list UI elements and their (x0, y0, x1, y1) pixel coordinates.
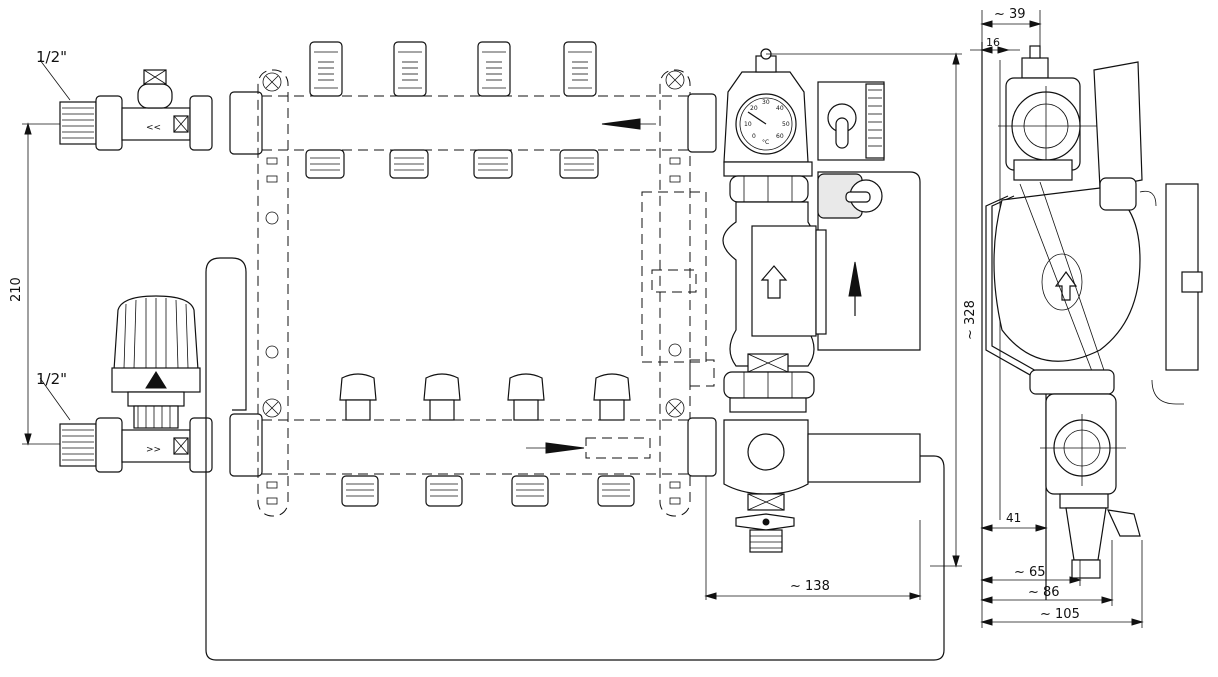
dimension-210: 210 (9, 122, 60, 446)
dimension-138-label: ~ 138 (790, 579, 830, 594)
dimension-16: 16 (970, 36, 1020, 54)
dimension-105: ~ 105 (980, 540, 1144, 628)
manifold-bracket-right (659, 69, 691, 517)
supply-manifold-bar (261, 93, 717, 153)
flow-meter-2 (393, 41, 427, 97)
gauge-tick-0: 0 (752, 133, 756, 140)
gauge-tick-30: 30 (762, 99, 770, 106)
top-inlet-valve: << (39, 59, 263, 155)
dimension-105-label: ~ 105 (1040, 607, 1080, 622)
flow-meter-3 (477, 41, 511, 97)
dimension-210-label: 210 (9, 277, 24, 302)
gauge-unit: °C (762, 139, 769, 146)
dimension-16-label: 16 (986, 36, 1000, 49)
pump-mixing-group: 0 10 20 30 40 50 60 °C (641, 48, 921, 553)
dimension-328: ~ 328 (766, 52, 978, 568)
svg-text:>>: >> (146, 445, 161, 455)
supply-outlet-fittings (305, 149, 599, 179)
dimension-86: ~ 86 (980, 540, 1114, 606)
return-manifold-bar (261, 417, 717, 477)
dimension-328-label: ~ 328 (963, 300, 978, 340)
flow-meter-1 (309, 41, 343, 97)
thermostatic-head (111, 295, 201, 429)
side-view (981, 42, 1203, 600)
manifold-bracket-left (257, 69, 289, 517)
dimension-41: 41 (980, 511, 1048, 532)
gauge-tick-60: 60 (776, 133, 784, 140)
dimension-138: ~ 138 (704, 476, 922, 600)
capillary-loop (205, 257, 945, 661)
dimension-39: ~ 39 (980, 7, 1042, 50)
gauge-tick-50: 50 (782, 121, 790, 128)
return-outlet-fittings (341, 475, 635, 507)
dimension-41-label: 41 (1006, 511, 1021, 525)
bottom-inlet-label: 1/2" (36, 370, 67, 388)
svg-text:<<: << (146, 123, 161, 133)
flow-meter-4 (563, 41, 597, 97)
gauge-tick-40: 40 (776, 105, 784, 112)
dimension-39-label: ~ 39 (994, 7, 1026, 22)
gauge-tick-20: 20 (750, 105, 758, 112)
dimension-65-label: ~ 65 (1014, 565, 1046, 580)
gauge-tick-10: 10 (744, 121, 752, 128)
dimension-86-label: ~ 86 (1028, 585, 1060, 600)
return-valve-caps (339, 373, 631, 421)
dimension-65: ~ 65 (980, 560, 1082, 586)
top-inlet-label: 1/2" (36, 48, 67, 66)
